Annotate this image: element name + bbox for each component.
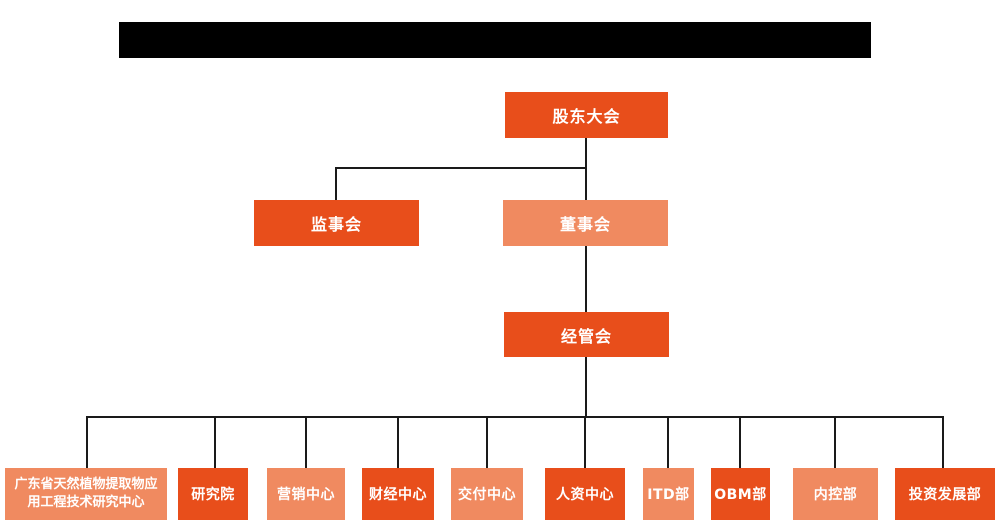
connector-drop-guangdong-research-center bbox=[86, 416, 88, 468]
node-management-committee: 经管会 bbox=[504, 312, 669, 357]
dept-obm: OBM部 bbox=[711, 468, 770, 520]
dept-guangdong-natural-plant-extract-research-center: 广东省天然植物提取物应用工程技术研究中心 bbox=[5, 468, 167, 520]
dept-finance-center: 财经中心 bbox=[362, 468, 434, 520]
dept-hr-center: 人资中心 bbox=[545, 468, 625, 520]
connector-drop-supervisors bbox=[335, 167, 337, 200]
connector-drop-internal-control-dept bbox=[834, 416, 836, 468]
node-board-of-supervisors: 监事会 bbox=[254, 200, 419, 246]
connector-drop-hr-center bbox=[584, 416, 586, 468]
dept-itd: ITD部 bbox=[643, 468, 694, 520]
connector-drop-delivery-center bbox=[486, 416, 488, 468]
connector-drop-investment-development-dept bbox=[942, 416, 944, 468]
node-board-of-directors: 董事会 bbox=[503, 200, 668, 246]
dept-delivery-center: 交付中心 bbox=[451, 468, 523, 520]
dept-research-institute: 研究院 bbox=[178, 468, 248, 520]
connector-branch-horizontal bbox=[335, 167, 587, 169]
connector-drop-marketing-center bbox=[305, 416, 307, 468]
connector-drop-itd-dept bbox=[667, 416, 669, 468]
connector-drop-research-institute bbox=[214, 416, 216, 468]
connector-management-to-bus bbox=[585, 357, 587, 417]
redacted-title-bar bbox=[119, 22, 871, 58]
connector-department-bus bbox=[86, 416, 944, 418]
connector-shareholders-to-directors bbox=[585, 138, 587, 200]
connector-drop-finance-center bbox=[397, 416, 399, 468]
dept-investment-development: 投资发展部 bbox=[895, 468, 995, 520]
node-shareholders-meeting: 股东大会 bbox=[505, 92, 668, 138]
connector-drop-obm-dept bbox=[739, 416, 741, 468]
connector-directors-to-management bbox=[585, 246, 587, 312]
dept-internal-control: 内控部 bbox=[793, 468, 878, 520]
dept-marketing-center: 营销中心 bbox=[267, 468, 345, 520]
